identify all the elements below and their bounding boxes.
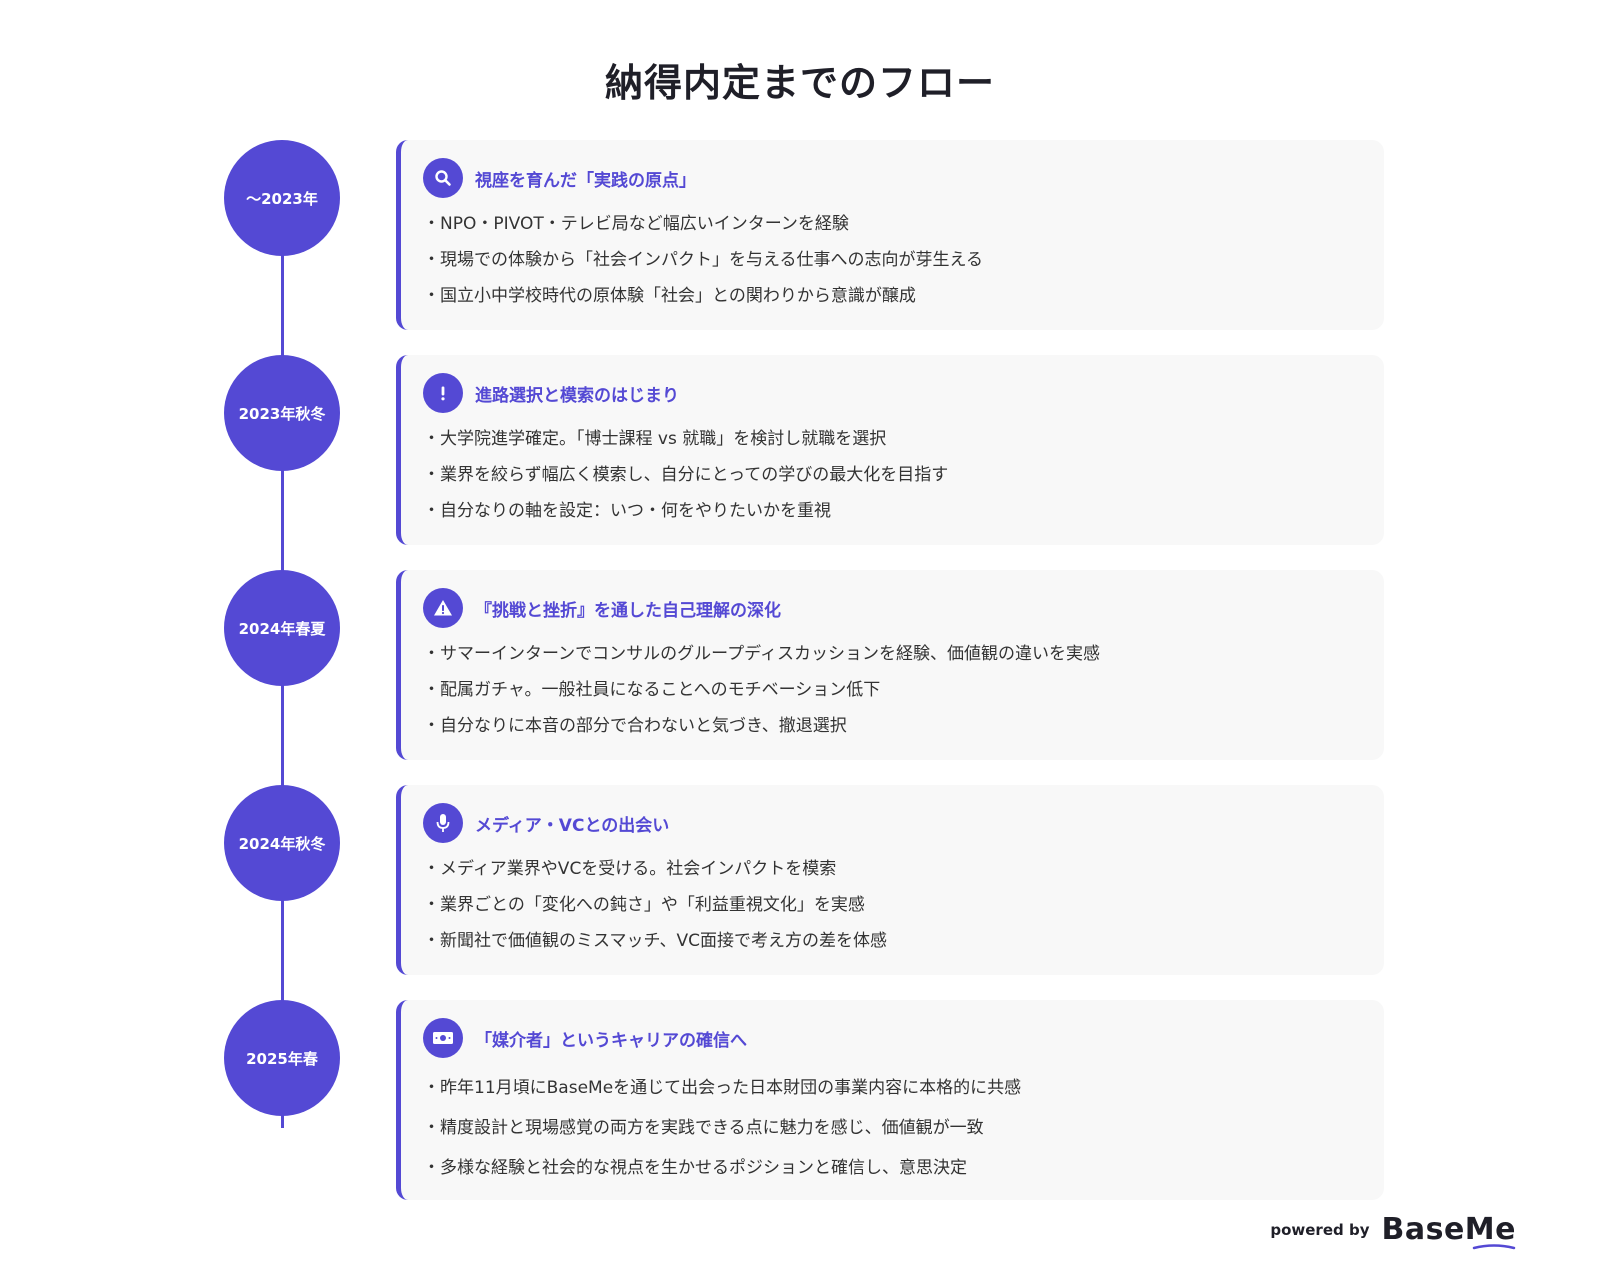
timeline-step: 〜2023年 視座を育んだ「実践の原点」 ・NPO・PIVOT・テレビ局など幅広… — [0, 140, 1600, 330]
timeline-card: メディア・VCとの出会い ・メディア業界やVCを受ける。社会インパクトを模索 ・… — [396, 785, 1384, 975]
bullet-item: ・精度設計と現場感覚の両方を実践できる点に魅力を感じ、価値観が一致 — [423, 1118, 984, 1138]
timeline-step: 2025年春 「媒介者」というキャリアの確信へ ・昨年11月頃にBaseMeを通… — [0, 1000, 1600, 1200]
period-badge: 2024年春夏 — [224, 570, 340, 686]
period-badge: 2023年秋冬 — [224, 355, 340, 471]
card-header: 『挑戦と挫折』を通した自己理解の深化 — [423, 588, 1360, 628]
bullet-item: ・国立小中学校時代の原体験「社会」との関わりから意識が醸成 — [423, 286, 916, 306]
bullet-list: ・サマーインターンでコンサルのグループディスカッションを経験、価値観の違いを実感… — [423, 636, 1360, 744]
timeline-card: 「媒介者」というキャリアの確信へ ・昨年11月頃にBaseMeを通じて出会った日… — [396, 1000, 1384, 1200]
exclamation-icon — [423, 373, 463, 413]
warning-icon — [423, 588, 463, 628]
footer-branding: powered by BaseMe — [1270, 1212, 1516, 1250]
bullet-list: ・NPO・PIVOT・テレビ局など幅広いインターンを経験 ・現場での体験から「社… — [423, 206, 1360, 314]
search-icon — [423, 158, 463, 198]
bullet-item: ・多様な経験と社会的な視点を生かせるポジションと確信し、意思決定 — [423, 1158, 967, 1178]
card-title: 視座を育んだ「実践の原点」 — [475, 170, 696, 191]
card-title: 「媒介者」というキャリアの確信へ — [475, 1030, 747, 1051]
timeline-step: 2023年秋冬 進路選択と模索のはじまり ・大学院進学確定。「博士課程 vs 就… — [0, 355, 1600, 545]
bullet-item: ・配属ガチャ。一般社員になることへのモチベーション低下 — [423, 680, 881, 700]
timeline-step: 2024年秋冬 メディア・VCとの出会い ・メディア業界やVCを受ける。社会イン… — [0, 785, 1600, 975]
banknote-icon — [423, 1018, 463, 1058]
bullet-item: ・自分なりの軸を設定：いつ・何をやりたいかを重視 — [423, 501, 831, 521]
baseme-logo-text: BaseMe — [1381, 1212, 1516, 1247]
card-title: 進路選択と模索のはじまり — [475, 385, 679, 406]
page-title: 納得内定までのフロー — [604, 61, 995, 105]
bullet-item: ・サマーインターンでコンサルのグループディスカッションを経験、価値観の違いを実感 — [423, 644, 1100, 664]
timeline-card: 進路選択と模索のはじまり ・大学院進学確定。「博士課程 vs 就職」を検討し就職… — [396, 355, 1384, 545]
powered-by-label: powered by — [1270, 1220, 1370, 1239]
period-badge: 2024年秋冬 — [224, 785, 340, 901]
bullet-item: ・NPO・PIVOT・テレビ局など幅広いインターンを経験 — [423, 214, 849, 234]
baseme-logo: BaseMe — [1381, 1212, 1516, 1250]
logo-swoosh-icon — [1472, 1244, 1516, 1250]
bullet-item: ・昨年11月頃にBaseMeを通じて出会った日本財団の事業内容に本格的に共感 — [423, 1078, 1022, 1098]
card-header: 進路選択と模索のはじまり — [423, 373, 1360, 413]
bullet-item: ・新聞社で価値観のミスマッチ、VC面接で考え方の差を体感 — [423, 931, 887, 951]
bullet-item: ・業界を絞らず幅広く模索し、自分にとっての学びの最大化を目指す — [423, 465, 949, 485]
bullet-list: ・大学院進学確定。「博士課程 vs 就職」を検討し就職を選択 ・業界を絞らず幅広… — [423, 421, 1360, 529]
microphone-icon — [423, 803, 463, 843]
timeline-step: 2024年春夏 『挑戦と挫折』を通した自己理解の深化 ・サマーインターンでコンサ… — [0, 570, 1600, 760]
card-header: 視座を育んだ「実践の原点」 — [423, 158, 1360, 198]
card-header: メディア・VCとの出会い — [423, 803, 1360, 843]
bullet-list: ・昨年11月頃にBaseMeを通じて出会った日本財団の事業内容に本格的に共感 ・… — [423, 1068, 1360, 1188]
bullet-item: ・メディア業界やVCを受ける。社会インパクトを模索 — [423, 859, 837, 879]
card-header: 「媒介者」というキャリアの確信へ — [423, 1018, 1360, 1058]
bullet-item: ・業界ごとの「変化への鈍さ」や「利益重視文化」を実感 — [423, 895, 865, 915]
timeline-card: 視座を育んだ「実践の原点」 ・NPO・PIVOT・テレビ局など幅広いインターンを… — [396, 140, 1384, 330]
bullet-item: ・大学院進学確定。「博士課程 vs 就職」を検討し就職を選択 — [423, 429, 887, 449]
card-title: メディア・VCとの出会い — [475, 815, 670, 836]
timeline-card: 『挑戦と挫折』を通した自己理解の深化 ・サマーインターンでコンサルのグループディ… — [396, 570, 1384, 760]
card-title: 『挑戦と挫折』を通した自己理解の深化 — [475, 600, 781, 621]
bullet-item: ・現場での体験から「社会インパクト」を与える仕事への志向が芽生える — [423, 250, 983, 270]
bullet-list: ・メディア業界やVCを受ける。社会インパクトを模索 ・業界ごとの「変化への鈍さ」… — [423, 851, 1360, 959]
period-badge: 2025年春 — [224, 1000, 340, 1116]
period-badge: 〜2023年 — [224, 140, 340, 256]
bullet-item: ・自分なりに本音の部分で合わないと気づき、撤退選択 — [423, 716, 847, 736]
